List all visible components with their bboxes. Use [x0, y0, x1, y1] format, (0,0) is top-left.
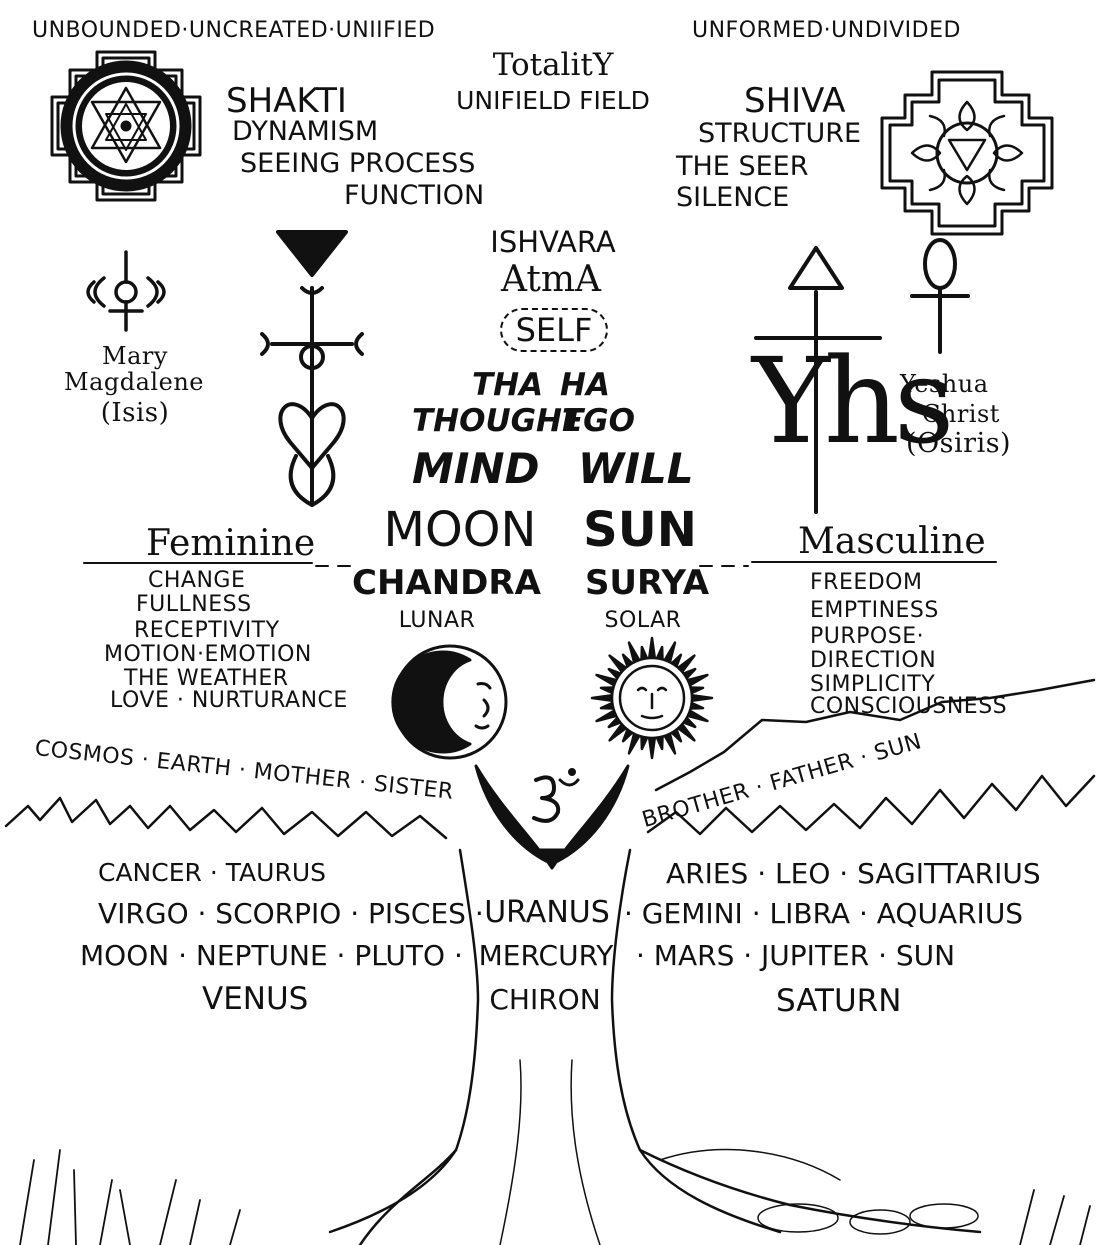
- unifield-field-label: UNIFIELD FIELD: [442, 88, 664, 113]
- ha-label: HA: [560, 370, 610, 401]
- masculine-trait-1: FREEDOM: [810, 572, 922, 594]
- sun-ray: [688, 711, 708, 721]
- shakti-title: SHAKTI: [226, 84, 347, 118]
- shiva-title: SHIVA: [744, 84, 846, 118]
- zodiac-right-row-1: ARIES · LEO · SAGITTARIUS: [666, 860, 1041, 888]
- water-triangle-icon: [262, 232, 362, 505]
- sun-ray: [592, 695, 612, 701]
- shiva-quality-2: THE SEER: [676, 153, 808, 180]
- surya-label: SURYA: [572, 566, 722, 600]
- sun-ray: [629, 643, 639, 663]
- feminine-trait-6: LOVE · NURTURANCE: [110, 690, 348, 712]
- top-right-attributes: UNFORMED·UNDIVIDED: [692, 20, 961, 42]
- zodiac-right-row-3: · MARS · JUPITER · SUN: [636, 942, 955, 970]
- zodiac-left-row-1: CANCER · TAURUS: [98, 860, 326, 885]
- masculine-trait-5: SIMPLICITY: [810, 674, 935, 696]
- feminine-heading: Feminine: [146, 526, 315, 562]
- zodiac-left-row-2: VIRGO · SCORPIO · PISCES ·: [98, 900, 484, 928]
- mary-line-2: Magdalene: [44, 370, 224, 394]
- masculine-trait-6: CONSCIOUSNESS: [810, 696, 1007, 718]
- zodiac-right-row-2: · GEMINI · LIBRA · AQUARIUS: [624, 900, 1023, 928]
- mary-line-1: Mary: [60, 344, 210, 368]
- yeshua-line-2: Christ: [922, 402, 1000, 426]
- sun-title: SUN: [570, 506, 710, 554]
- sri-yantra-icon: [52, 52, 200, 200]
- shakti-quality-3: FUNCTION: [344, 182, 484, 209]
- lunar-label: LUNAR: [382, 610, 492, 632]
- yeshua-line-3: (Osiris): [906, 430, 1011, 457]
- masculine-trait-2: EMPTINESS: [810, 600, 939, 622]
- sun-ray: [649, 638, 655, 658]
- self-label: SELF: [500, 308, 608, 352]
- mary-line-3: (Isis): [60, 400, 210, 426]
- om-wings-icon: [476, 766, 628, 868]
- feminine-trait-5: THE WEATHER: [124, 668, 289, 690]
- tha-label: THA: [472, 370, 543, 401]
- moon-title: MOON: [380, 506, 540, 554]
- masculine-trait-4: DIRECTION: [810, 650, 936, 672]
- top-left-attributes: UNBOUNDED·UNCREATED·UNIIFIED: [32, 20, 435, 42]
- ego-label: EGO: [562, 406, 635, 437]
- zodiac-center-row-2: MERCURY: [466, 942, 626, 970]
- totality-title: TotalitY: [468, 50, 638, 81]
- sun-ray: [629, 734, 639, 754]
- zodiac-center-row-1: URANUS: [474, 898, 620, 928]
- zodiac-left-row-3: MOON · NEPTUNE · PLUTO ·: [80, 942, 463, 970]
- chandra-label: CHANDRA: [352, 566, 538, 600]
- sun-ray: [597, 711, 617, 721]
- sun-ray: [688, 675, 708, 685]
- feminine-trait-4: MOTION·EMOTION: [104, 644, 312, 666]
- sun-ray: [665, 734, 675, 754]
- sun-ray: [665, 643, 675, 663]
- sun-face-icon: [592, 638, 712, 758]
- sun-ray: [692, 695, 712, 701]
- yeshua-line-1: Yeshua: [900, 372, 989, 396]
- ishvara-label: ISHVARA: [470, 228, 636, 257]
- zodiac-right-row-4: SATURN: [776, 986, 901, 1017]
- zodiac-left-row-4: VENUS: [202, 984, 308, 1015]
- zodiac-center-row-3: CHIRON: [480, 986, 610, 1014]
- sun-ray: [597, 675, 617, 685]
- shiva-yantra-icon: [882, 72, 1052, 234]
- feminine-trait-1: CHANGE: [148, 570, 245, 592]
- atma-label: AtmA: [486, 262, 616, 298]
- solar-label: SOLAR: [598, 610, 688, 632]
- shiva-quality-1: STRUCTURE: [698, 120, 861, 147]
- feminine-trait-2: FULLNESS: [136, 594, 252, 616]
- sun-ray: [649, 738, 655, 758]
- shiva-quality-3: SILENCE: [676, 184, 789, 211]
- moon-face-icon: [393, 646, 506, 758]
- masculine-heading: Masculine: [798, 524, 986, 560]
- shakti-quality-1: DYNAMISM: [232, 118, 378, 145]
- triple-moon-icon: [88, 252, 164, 330]
- thought-label: THOUGHT: [412, 406, 583, 437]
- mind-label: MIND: [412, 448, 539, 490]
- masculine-trait-3: PURPOSE·: [810, 626, 924, 648]
- shakti-quality-2: SEEING PROCESS: [240, 150, 475, 177]
- will-label: WILL: [578, 448, 693, 490]
- feminine-trait-3: RECEPTIVITY: [134, 620, 280, 642]
